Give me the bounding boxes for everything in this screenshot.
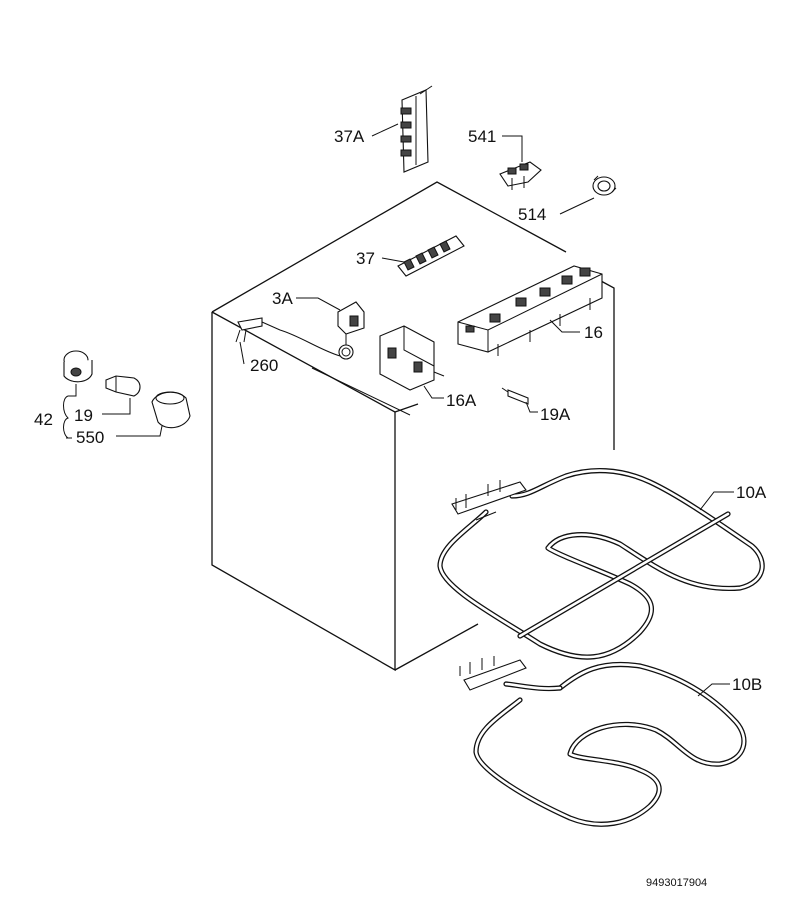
part-37-terminal-block [397,235,465,277]
part-550-lamp-cover [151,391,191,429]
oven-cavity [211,181,615,672]
part-19a-terminal [501,387,529,405]
part-16a-switch [379,325,445,391]
part-10b-bottom-element [459,656,747,827]
part-16-selector-switch [457,265,603,356]
label-10a: 10A [736,483,767,502]
part-514-grommet [592,175,617,196]
label-16a: 16A [446,391,477,410]
label-541: 541 [468,127,496,146]
label-3a: 3A [272,289,293,308]
label-37: 37 [356,249,375,268]
document-number: 9493017904 [646,877,707,889]
part-10a-grill-element [437,468,765,660]
label-260: 260 [250,356,278,375]
label-16: 16 [584,323,603,342]
label-19: 19 [74,406,93,425]
part-42-lamp-holder [63,350,93,383]
part-541-switch [499,161,542,190]
label-514: 514 [518,205,546,224]
part-19-lamp [105,375,141,397]
part-labels: 37A 541 514 37 3A 16 260 16A 19A 42 19 5… [34,127,767,889]
label-19a: 19A [540,405,571,424]
part-3a-thermostat [261,301,365,360]
part-260-sensor-probe [235,317,263,343]
part-37a-terminal-bracket [400,85,433,173]
label-42: 42 [34,410,53,429]
label-10b: 10B [732,675,762,694]
label-37a: 37A [334,127,365,146]
leader-lines [63,123,734,697]
label-550: 550 [76,428,104,447]
